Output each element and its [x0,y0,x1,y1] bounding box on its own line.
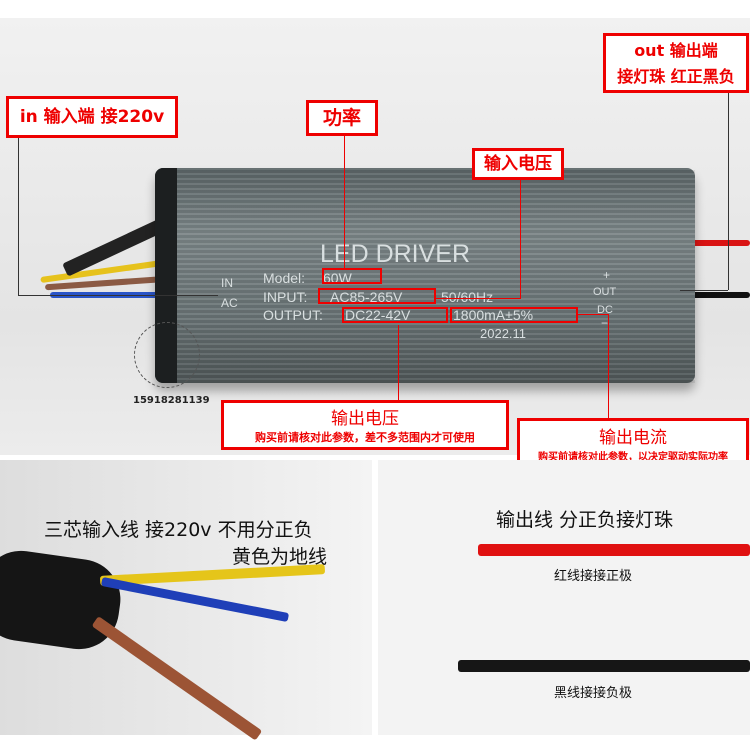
in-callout: in 输入端 接220v [6,96,178,138]
output-wire-caption: 输出线 分正负接灯珠 [496,509,674,531]
output-voltage-highlight [342,307,448,323]
frequency-value: 50/60Hz [441,289,494,305]
dc-marking: DC [597,304,613,316]
out-callout-line1: out 输出端 [634,41,718,60]
output-current-value: 1800mA±5% [453,307,534,323]
output-label: OUTPUT: [263,307,323,323]
input-highlight [318,288,436,304]
out-callout: out 输出端 接灯珠 红正黑负 [603,33,749,93]
input-cable-photo: 三芯输入线 接220v 不用分正负 黄色为地线 [0,460,372,741]
red-output-wire [690,240,750,246]
input-label: INPUT: [263,289,308,305]
input-cable-caption: 三芯输入线 接220v 不用分正负 [44,519,313,541]
output-current-note: 购买前请核对此参数，以决定驱动实际功率 [538,452,728,463]
black-wire-note: 黑线接接负极 [554,686,633,701]
output-voltage-note: 购买前请核对此参数，差不多范围内才可使用 [255,431,475,444]
output-voltage-title: 输出电压 [331,409,399,429]
output-current-title: 输出电流 [599,428,667,448]
black-output-wire [690,292,750,298]
ac-marking: AC [221,296,238,310]
input-value: AC85-265V [330,289,403,305]
output-current-highlight [450,307,578,323]
model-label: Model: [263,270,306,286]
in-marking: IN [221,276,233,290]
out-marking: OUT [593,286,617,298]
output-voltage-callout: 输出电压 购买前请核对此参数，差不多范围内才可使用 [221,400,509,450]
out-callout-line2: 接灯珠 红正黑负 [617,67,735,86]
ground-wire-caption: 黄色为地线 [232,546,328,568]
date-code: 2022.11 [480,326,527,341]
power-callout: 功率 [306,100,378,136]
output-wire-photo: 输出线 分正负接灯珠 红线接接正极 黑线接接负极 [378,460,750,735]
input-voltage-callout: 输入电压 [472,148,564,180]
watermark-phone: 15918281139 [133,395,210,406]
red-wire-note: 红线接接正极 [554,569,633,584]
watermark-stamp [134,322,200,388]
model-highlight [322,268,382,284]
minus-marking: − [601,316,609,330]
driver-title: LED DRIVER [320,240,471,268]
plus-marking: + [603,268,611,282]
output-voltage-value: DC22-42V [345,307,411,323]
led-driver-case: LED DRIVER Model: 60W INPUT: AC85-265V 5… [155,168,695,383]
